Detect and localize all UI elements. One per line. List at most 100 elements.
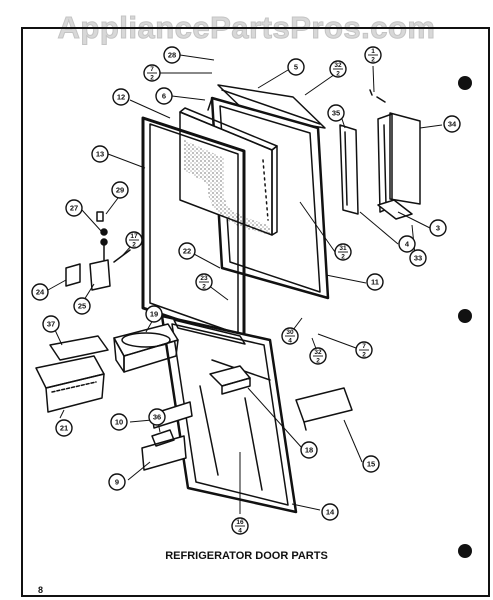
callout-label: 7 — [362, 343, 366, 350]
callout-label: 22 — [183, 247, 191, 256]
part-callout-c27: 27 — [65, 199, 83, 217]
callout-label: 2 — [336, 71, 340, 78]
callout-circle — [91, 145, 109, 163]
part-callout-c7b: 72 — [355, 341, 373, 359]
binder-hole-top — [458, 76, 472, 90]
callout-label: 2 — [316, 358, 320, 365]
callout-label: 25 — [78, 302, 86, 311]
callout-label: 32 — [334, 62, 342, 69]
callout-label: 2 — [341, 254, 345, 261]
door-stop-bracket — [339, 124, 359, 215]
part-callout-c18: 18 — [300, 441, 318, 459]
callout-label: 2 — [202, 284, 206, 291]
callout-circle — [398, 235, 416, 253]
callout-circle — [31, 283, 49, 301]
part-callout-c36: 36 — [148, 408, 166, 426]
callout-circle — [155, 87, 173, 105]
part-callout-c16: 164 — [231, 517, 249, 535]
callout-label: 1 — [371, 48, 375, 55]
callout-label: 14 — [326, 508, 335, 517]
part-callout-c25: 25 — [73, 297, 91, 315]
callout-circle — [362, 455, 380, 473]
part-callout-c7a: 72 — [143, 64, 161, 82]
callout-label: 28 — [168, 51, 176, 60]
callout-label: 6 — [162, 92, 166, 101]
callout-circle — [366, 273, 384, 291]
callout-circle — [55, 419, 73, 437]
part-callout-c10: 10 — [110, 413, 128, 431]
callout-circle — [73, 297, 91, 315]
part-callout-c4: 4 — [398, 235, 416, 253]
callout-circle — [112, 88, 130, 106]
bottom-retainer — [141, 429, 187, 471]
part-callout-c12: 12 — [112, 88, 130, 106]
callout-circle — [145, 305, 163, 323]
callout-label: 35 — [332, 109, 340, 118]
part-callout-c3: 3 — [429, 219, 447, 237]
callout-label: 19 — [150, 310, 158, 319]
callout-label: 9 — [115, 478, 119, 487]
page-number: 8 — [38, 585, 44, 595]
part-callout-c24: 24 — [31, 283, 49, 301]
part-callout-c13: 13 — [91, 145, 109, 163]
callout-circle — [178, 242, 196, 260]
callout-label: 21 — [60, 424, 68, 433]
callout-label: 12 — [117, 93, 125, 102]
diagram-caption: REFRIGERATOR DOOR PARTS — [165, 550, 328, 562]
part-callout-c32b: 322 — [309, 347, 327, 365]
part-callout-c11: 11 — [366, 273, 384, 291]
part-callout-c33: 33 — [409, 249, 427, 267]
callout-label: 4 — [238, 528, 242, 535]
callout-circle — [327, 104, 345, 122]
part-callout-c21: 21 — [55, 419, 73, 437]
callout-label: 23 — [200, 275, 208, 282]
inner-door-panel — [160, 314, 298, 514]
callout-label: 2 — [362, 352, 366, 359]
callout-label: 11 — [371, 278, 379, 287]
callout-circle — [300, 441, 318, 459]
callout-label: 10 — [115, 418, 123, 427]
callout-circle — [108, 473, 126, 491]
door-shelf — [209, 365, 251, 395]
callout-label: 18 — [305, 446, 313, 455]
callout-circle — [321, 503, 339, 521]
butter-compartment — [35, 335, 109, 413]
door-bin — [113, 323, 179, 373]
callout-circle — [429, 219, 447, 237]
shelf-rail — [295, 387, 353, 431]
callout-label: 4 — [288, 338, 292, 345]
callout-label: 32 — [314, 349, 322, 356]
part-callout-c17: 172 — [125, 231, 143, 249]
callout-circle — [287, 58, 305, 76]
callout-label: 2 — [150, 75, 154, 82]
part-callout-c30: 304 — [281, 327, 299, 345]
callout-label: 4 — [405, 240, 410, 249]
callout-circle — [42, 315, 60, 333]
part-callout-c22: 22 — [178, 242, 196, 260]
binder-hole-bottom — [458, 544, 472, 558]
part-callout-c6: 6 — [155, 87, 173, 105]
callout-circle — [163, 46, 181, 64]
callout-label: 13 — [96, 150, 104, 159]
binder-hole-middle — [458, 309, 472, 323]
callout-label: 30 — [286, 329, 294, 336]
callout-circle — [409, 249, 427, 267]
callout-circle — [65, 199, 83, 217]
part-callout-c23: 232 — [195, 273, 213, 291]
callout-label: 27 — [70, 204, 78, 213]
callout-label: 3 — [436, 224, 440, 233]
callout-label: 34 — [448, 120, 457, 129]
part-callout-c32a: 322 — [329, 60, 347, 78]
callout-label: 29 — [116, 186, 124, 195]
hinge-bracket — [369, 89, 421, 220]
callout-label: 16 — [236, 519, 244, 526]
part-callout-c9: 9 — [108, 473, 126, 491]
part-callout-c31: 312 — [334, 243, 352, 261]
callout-label: 37 — [47, 320, 55, 329]
callout-label: 2 — [132, 242, 136, 249]
callout-label: 36 — [153, 413, 161, 422]
callout-label: 31 — [339, 245, 347, 252]
